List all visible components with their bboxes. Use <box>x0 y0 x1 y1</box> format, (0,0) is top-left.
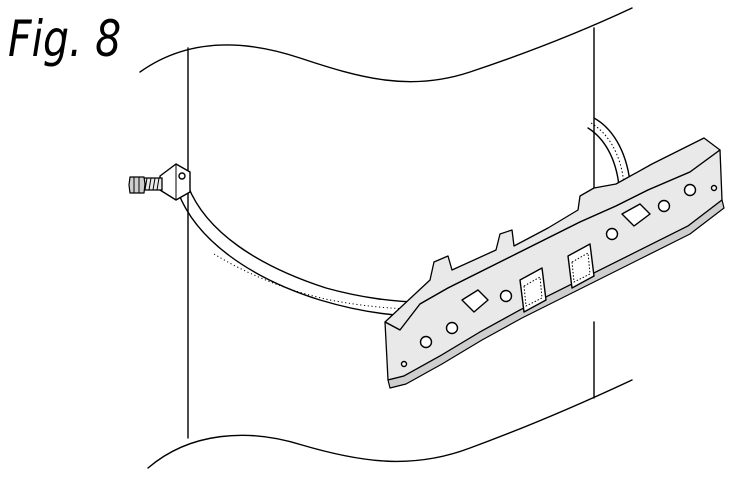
strap-back-hatch <box>590 122 625 185</box>
bracket-pin-right <box>710 184 718 192</box>
screw-hex-head <box>128 176 146 194</box>
band-clamp <box>177 117 631 317</box>
strap-back-inner <box>587 127 620 187</box>
bracket-slot-right <box>567 243 595 289</box>
bracket-notch-right <box>621 203 651 227</box>
strap-front-outer <box>177 191 421 317</box>
pole-top-break-line <box>139 7 633 83</box>
strap-back-outer <box>593 117 631 183</box>
pole <box>139 7 633 469</box>
worm-screw <box>143 177 163 191</box>
strap-perforations <box>213 253 419 310</box>
bracket-notch-left <box>461 289 489 313</box>
bracket-hole-3 <box>499 289 513 303</box>
screw-housing-body <box>159 163 191 201</box>
strap-front-inner <box>187 185 421 303</box>
clamp-screw-housing <box>128 163 191 201</box>
figure-label: Fig. 8 <box>8 10 122 68</box>
bracket-hole-2 <box>445 321 459 335</box>
bracket-pin-left <box>400 360 408 368</box>
pole-bottom-break-line <box>147 379 633 469</box>
bracket-hole-4 <box>605 227 619 241</box>
mounting-bracket <box>384 137 725 389</box>
bracket-hole-6 <box>683 183 697 197</box>
bracket-slot-left <box>519 267 547 313</box>
screw-housing-rivet <box>178 172 186 180</box>
bracket-hole-1 <box>419 335 433 349</box>
bracket-hole-5 <box>657 199 671 213</box>
bracket-bottom-edge <box>387 199 725 389</box>
